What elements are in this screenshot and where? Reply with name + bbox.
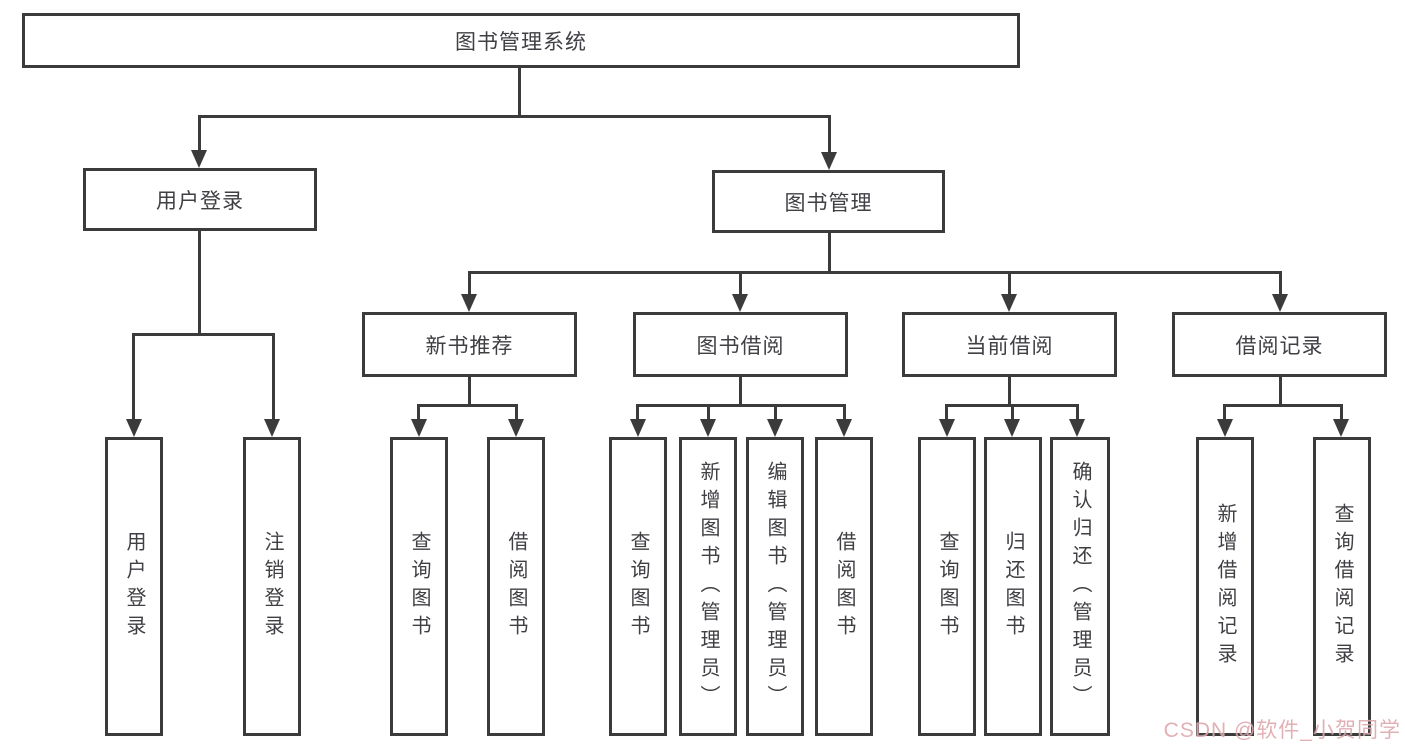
leaf-borrow-books: 借阅图书 [487,437,545,736]
connector-user-stem [198,231,201,336]
node-label: 图书借阅 [696,334,785,358]
node-current-borrow: 当前借阅 [902,312,1117,377]
node-label: 借阅记录 [1235,334,1324,358]
node-label: 当前借阅 [965,334,1054,358]
connector-m4-drop [1279,271,1282,294]
connector-m4-bar [1223,404,1343,407]
connector-level3-bar [468,271,1282,274]
arrow-down-icon [1333,419,1349,437]
connector-e2-drop [1340,404,1343,419]
arrow-down-icon [939,419,955,437]
node-label: 用户登录 [156,189,244,213]
connector-root-stem [518,68,521,118]
arrow-down-icon [1004,419,1020,437]
node-label: 图书管理 [784,191,873,215]
node-label: 新书推荐 [425,334,514,358]
arrow-down-icon [264,419,280,437]
node-book-management-branch: 图书管理 [712,170,945,233]
arrow-down-icon [767,419,783,437]
leaf-confirm-return-admin: 确认归还（管理员） [1050,437,1110,736]
connector-level2-bar [198,115,831,118]
connector-user-bar [132,333,275,336]
arrow-down-icon [461,294,477,312]
node-label: 借阅图书 [833,530,855,643]
arrow-down-icon [836,419,852,437]
leaf-return-books: 归还图书 [984,437,1042,736]
leaf-add-borrow-record: 新增借阅记录 [1196,437,1254,736]
node-label: 查询图书 [936,530,958,643]
node-label: 新增图书（管理员） [697,460,719,713]
connector-e1-drop [1223,404,1226,419]
leaf-query-books: 查询图书 [609,437,667,736]
node-label: 借阅图书 [505,530,527,643]
leaf-query-books: 查询图书 [918,437,976,736]
arrow-down-icon [126,419,142,437]
node-label: 用户登录 [123,530,145,643]
connector-m2-drop [739,271,742,294]
node-label: 查询借阅记录 [1331,502,1353,671]
connector-mgmt-drop [828,115,831,152]
node-label: 确认归还（管理员） [1069,460,1091,713]
arrow-down-icon [191,150,207,168]
connector-b2-drop [515,404,518,419]
connector-m3-drop [1008,271,1011,294]
arrow-down-icon [1001,294,1017,312]
connector-a1-drop [132,333,135,419]
csdn-watermark: CSDN @软件_小贺同学 [1163,719,1401,742]
connector-m1-drop [468,271,471,294]
leaf-logout: 注销登录 [243,437,301,736]
connector-d2-drop [1011,404,1014,419]
connector-d3-drop [1076,404,1079,419]
node-system-root: 图书管理系统 [22,13,1020,68]
connector-m3-stem [1008,377,1011,406]
node-label: 查询图书 [627,530,649,643]
connector-m2-bar [636,404,846,407]
arrow-down-icon [821,152,837,170]
connector-c1-drop [636,404,639,419]
node-label: 新增借阅记录 [1214,502,1236,671]
arrow-down-icon [700,419,716,437]
connector-m1-bar [417,404,518,407]
arrow-down-icon [732,294,748,312]
connector-a2-drop [272,333,275,419]
connector-m1-stem [468,377,471,406]
node-label: 图书管理系统 [455,30,587,54]
arrow-down-icon [1272,294,1288,312]
leaf-edit-book-admin: 编辑图书（管理员） [746,437,804,736]
leaf-query-books: 查询图书 [390,437,448,736]
leaf-add-book-admin: 新增图书（管理员） [679,437,737,736]
connector-b1-drop [417,404,420,419]
arrow-down-icon [630,419,646,437]
connector-d1-drop [945,404,948,419]
leaf-query-borrow-record: 查询借阅记录 [1313,437,1371,736]
node-new-book-recommend: 新书推荐 [362,312,577,377]
connector-m2-stem [739,377,742,406]
node-book-borrow: 图书借阅 [633,312,848,377]
connector-user-drop [198,115,201,150]
arrow-down-icon [508,419,524,437]
leaf-user-login: 用户登录 [105,437,163,736]
connector-mgmt-stem [828,233,831,274]
node-label: 注销登录 [261,530,283,643]
arrow-down-icon [1217,419,1233,437]
arrow-down-icon [411,419,427,437]
arrow-down-icon [1069,419,1085,437]
node-label: 查询图书 [408,530,430,643]
connector-c4-drop [843,404,846,419]
connector-c3-drop [774,404,777,419]
node-user-login-branch: 用户登录 [83,168,317,231]
connector-c2-drop [707,404,710,419]
connector-m4-stem [1279,377,1282,406]
node-label: 编辑图书（管理员） [764,460,786,713]
leaf-borrow-books: 借阅图书 [815,437,873,736]
node-borrow-records: 借阅记录 [1172,312,1387,377]
node-label: 归还图书 [1002,530,1024,643]
